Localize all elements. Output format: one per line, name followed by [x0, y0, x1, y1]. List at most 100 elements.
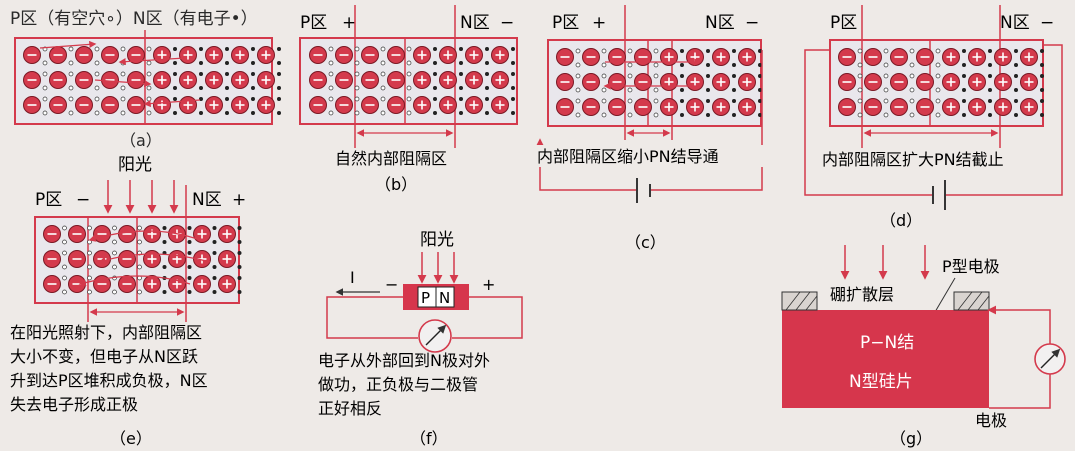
- electron-dot-icon: [173, 86, 177, 90]
- electron-dot-icon: [277, 72, 281, 76]
- plus-ion-icon: [257, 71, 275, 89]
- electron-dot-icon: [459, 111, 463, 115]
- hole-dot-icon: [42, 60, 48, 66]
- hole-dot-icon: [94, 110, 100, 116]
- hole-dot-icon: [406, 96, 412, 102]
- hole-dot-icon: [112, 239, 117, 245]
- hole-dot-icon: [406, 60, 412, 66]
- minus-ion-icon: [838, 98, 856, 116]
- minus-ion-icon: [916, 98, 934, 116]
- hole-dot-icon: [94, 85, 100, 91]
- hole-dot-icon: [354, 85, 360, 91]
- panel-e-n-sign: +: [232, 190, 246, 210]
- electron-dot-icon: [680, 113, 684, 117]
- hole-dot-icon: [94, 71, 100, 77]
- panel-g-circuit-top: [987, 305, 1051, 344]
- electron-dot-icon: [511, 97, 515, 101]
- electron-dot-icon: [187, 265, 192, 269]
- hole-dot-icon: [883, 87, 889, 93]
- minus-ion-icon: [23, 71, 41, 89]
- hole-dot-icon: [137, 239, 142, 245]
- electron-dot-icon: [199, 72, 203, 76]
- hole-dot-icon: [653, 87, 659, 93]
- electron-dot-icon: [459, 47, 463, 51]
- hole-dot-icon: [935, 48, 941, 54]
- hole-dot-icon: [354, 46, 360, 52]
- panel-e-text-line: 大小不变，但电子从N区跃: [10, 347, 198, 366]
- electron-dot-icon: [758, 63, 762, 67]
- minus-ion-icon: [49, 96, 67, 114]
- panel-f-plus: +: [482, 275, 495, 294]
- plus-ion-icon: [465, 96, 483, 114]
- hole-dot-icon: [575, 48, 581, 54]
- panel-g-junction-label: P−N结: [860, 333, 914, 353]
- minus-ion-icon: [634, 73, 652, 91]
- panel-g-wafer: [782, 310, 989, 408]
- minus-ion-icon: [101, 71, 119, 89]
- electron-dot-icon: [237, 290, 242, 294]
- plus-ion-icon: [660, 98, 678, 116]
- minus-ion-icon: [608, 48, 626, 66]
- plus-ion-icon: [231, 46, 249, 64]
- minus-ion-icon: [118, 225, 136, 243]
- electron-dot-icon: [225, 47, 229, 51]
- electron-dot-icon: [162, 240, 167, 244]
- electron-dot-icon: [511, 86, 515, 90]
- minus-ion-icon: [556, 48, 574, 66]
- hole-dot-icon: [62, 239, 67, 245]
- panel-f-circuit-right: [452, 296, 523, 339]
- hole-dot-icon: [380, 71, 386, 77]
- hole-dot-icon: [112, 225, 117, 231]
- plus-ion-icon: [942, 98, 960, 116]
- hole-dot-icon: [883, 73, 889, 79]
- electron-dot-icon: [485, 97, 489, 101]
- plus-ion-icon: [413, 96, 431, 114]
- electron-dot-icon: [251, 72, 255, 76]
- electron-dot-icon: [962, 113, 966, 117]
- hole-dot-icon: [935, 98, 941, 104]
- plus-ion-icon: [168, 250, 186, 268]
- hole-dot-icon: [120, 85, 126, 91]
- hole-dot-icon: [857, 87, 863, 93]
- hole-dot-icon: [87, 264, 92, 270]
- plus-ion-icon: [712, 73, 730, 91]
- hole-dot-icon: [653, 48, 659, 54]
- electron-dot-icon: [237, 240, 242, 244]
- panel-e-p-sign: −: [76, 190, 90, 210]
- plus-ion-icon: [660, 48, 678, 66]
- minus-ion-icon: [582, 48, 600, 66]
- panel-g-leader-line: [934, 277, 956, 313]
- plus-ion-icon: [686, 73, 704, 91]
- minus-ion-icon: [68, 275, 86, 293]
- plus-ion-icon: [153, 46, 171, 64]
- hole-dot-icon: [68, 71, 74, 77]
- hole-dot-icon: [354, 60, 360, 66]
- electron-dot-icon: [251, 47, 255, 51]
- electron-dot-icon: [1040, 88, 1044, 92]
- hole-dot-icon: [406, 71, 412, 77]
- electron-dot-icon: [732, 49, 736, 53]
- plus-ion-icon: [712, 98, 730, 116]
- minus-ion-icon: [101, 46, 119, 64]
- panel-f-minus: −: [385, 275, 398, 294]
- plus-ion-icon: [257, 46, 275, 64]
- panel-a-flow-arrow-1: [39, 40, 97, 49]
- hole-dot-icon: [627, 87, 633, 93]
- minus-ion-icon: [335, 46, 353, 64]
- electron-dot-icon: [173, 47, 177, 51]
- hole-dot-icon: [42, 110, 48, 116]
- panel-g-electrode-label: 电极: [975, 411, 1007, 430]
- electron-dot-icon: [433, 111, 437, 115]
- electron-dot-icon: [732, 99, 736, 103]
- panel-f-text-line: 做功，正负极与二极管: [318, 375, 478, 394]
- electron-dot-icon: [225, 72, 229, 76]
- plus-ion-icon: [465, 46, 483, 64]
- electron-dot-icon: [162, 265, 167, 269]
- electron-dot-icon: [1014, 99, 1018, 103]
- hole-dot-icon: [120, 46, 126, 52]
- minus-ion-icon: [582, 73, 600, 91]
- electron-dot-icon: [187, 276, 192, 280]
- hole-dot-icon: [87, 225, 92, 231]
- plus-ion-icon: [738, 73, 756, 91]
- hole-dot-icon: [42, 71, 48, 77]
